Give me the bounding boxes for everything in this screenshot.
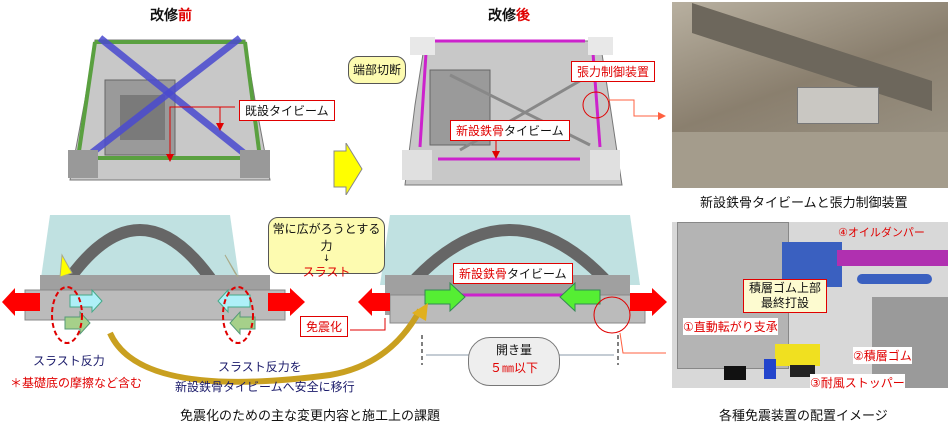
linear-bearing-label: ①直動転がり支承 xyxy=(683,318,778,335)
bottom-left-caption: 免震化のための主な変更内容と施工上の課題 xyxy=(180,409,441,424)
final-casting-label: 積層ゴム上部 最終打設 xyxy=(743,279,828,313)
label-black-part: タイビーム xyxy=(504,124,564,138)
new-tie-beam-label-top: 新設鉄骨タイビーム xyxy=(450,120,570,141)
construction-photo xyxy=(672,2,948,188)
wind-stopper-label: ③耐風ストッパー xyxy=(810,374,905,391)
seismic-isolation-label: 免震化 xyxy=(300,316,349,337)
photo-caption: 新設鉄骨タイビームと張力制御装置 xyxy=(700,196,908,211)
oil-damper xyxy=(857,274,932,284)
truss-block xyxy=(872,297,948,388)
before-title: 改修前 xyxy=(150,5,192,25)
existing-tie-beam-label: 既設タイビーム xyxy=(239,100,335,121)
photo-tension-device xyxy=(797,87,879,124)
end-cut-bubble: 端部切断 xyxy=(348,56,406,84)
thrust-arrow-left xyxy=(2,288,40,316)
new-tie-beam-label-bottom: 新設鉄骨タイビーム xyxy=(453,263,573,284)
gap-label: 開き量 xyxy=(495,343,532,357)
laminated-rubber-label: ②積層ゴム xyxy=(853,347,912,364)
gap-value: ５㎜以下 xyxy=(489,361,538,375)
down-arrow-icon: ↓ xyxy=(322,254,331,264)
thrust-bubble: 常に広がろうとする力 ↓ スラスト xyxy=(268,217,385,279)
after-title: 改修後 xyxy=(488,5,530,25)
final-casting-line2: 最終打設 xyxy=(761,296,810,310)
photo-ground xyxy=(672,132,948,188)
title-suffix: 後 xyxy=(516,8,530,24)
title-text: 改修 xyxy=(488,8,516,24)
bottom-right-caption: 各種免震装置の配置イメージ xyxy=(719,409,888,424)
title-text: 改修 xyxy=(150,8,178,24)
wind-stopper xyxy=(764,359,776,379)
thrust-reaction-label: スラスト反力 xyxy=(33,354,105,368)
tower-base-diagram xyxy=(2,215,667,385)
label-black-part: タイビーム xyxy=(507,267,567,281)
gap-cloud: 開き量 ５㎜以下 xyxy=(468,337,560,386)
label-red-part: 新設鉄骨 xyxy=(456,124,505,138)
tension-device-label: 張力制御装置 xyxy=(571,61,656,82)
existing-diagonal-beam xyxy=(77,35,243,165)
pointer-arrow-icon xyxy=(608,99,666,120)
laminated-rubber xyxy=(790,365,815,377)
transition-arrow-icon xyxy=(333,143,363,195)
transfer-line2: 新設鉄骨タイビームへ安全に移行 xyxy=(175,380,355,394)
thrust-note: ＊基礎底の摩擦など含む xyxy=(10,376,143,390)
transfer-line1: スラスト反力を xyxy=(218,360,302,374)
oil-damper-label: ④オイルダンパー xyxy=(838,226,925,239)
tension-device-circle xyxy=(582,91,610,119)
linear-bearing xyxy=(724,366,746,380)
label-red-part: 新設鉄骨 xyxy=(459,267,508,281)
bubble-line2: スラスト xyxy=(302,265,351,279)
bubble-line1: 常に広がろうとする力 xyxy=(272,222,381,253)
final-casting-line1: 積層ゴム上部 xyxy=(749,281,822,295)
existing-diagonal-beam xyxy=(97,35,258,165)
new-steel-beam xyxy=(837,250,948,266)
title-suffix: 前 xyxy=(178,8,192,24)
thrust-arrow-right xyxy=(268,288,305,316)
rubber-top-casting xyxy=(775,344,820,366)
